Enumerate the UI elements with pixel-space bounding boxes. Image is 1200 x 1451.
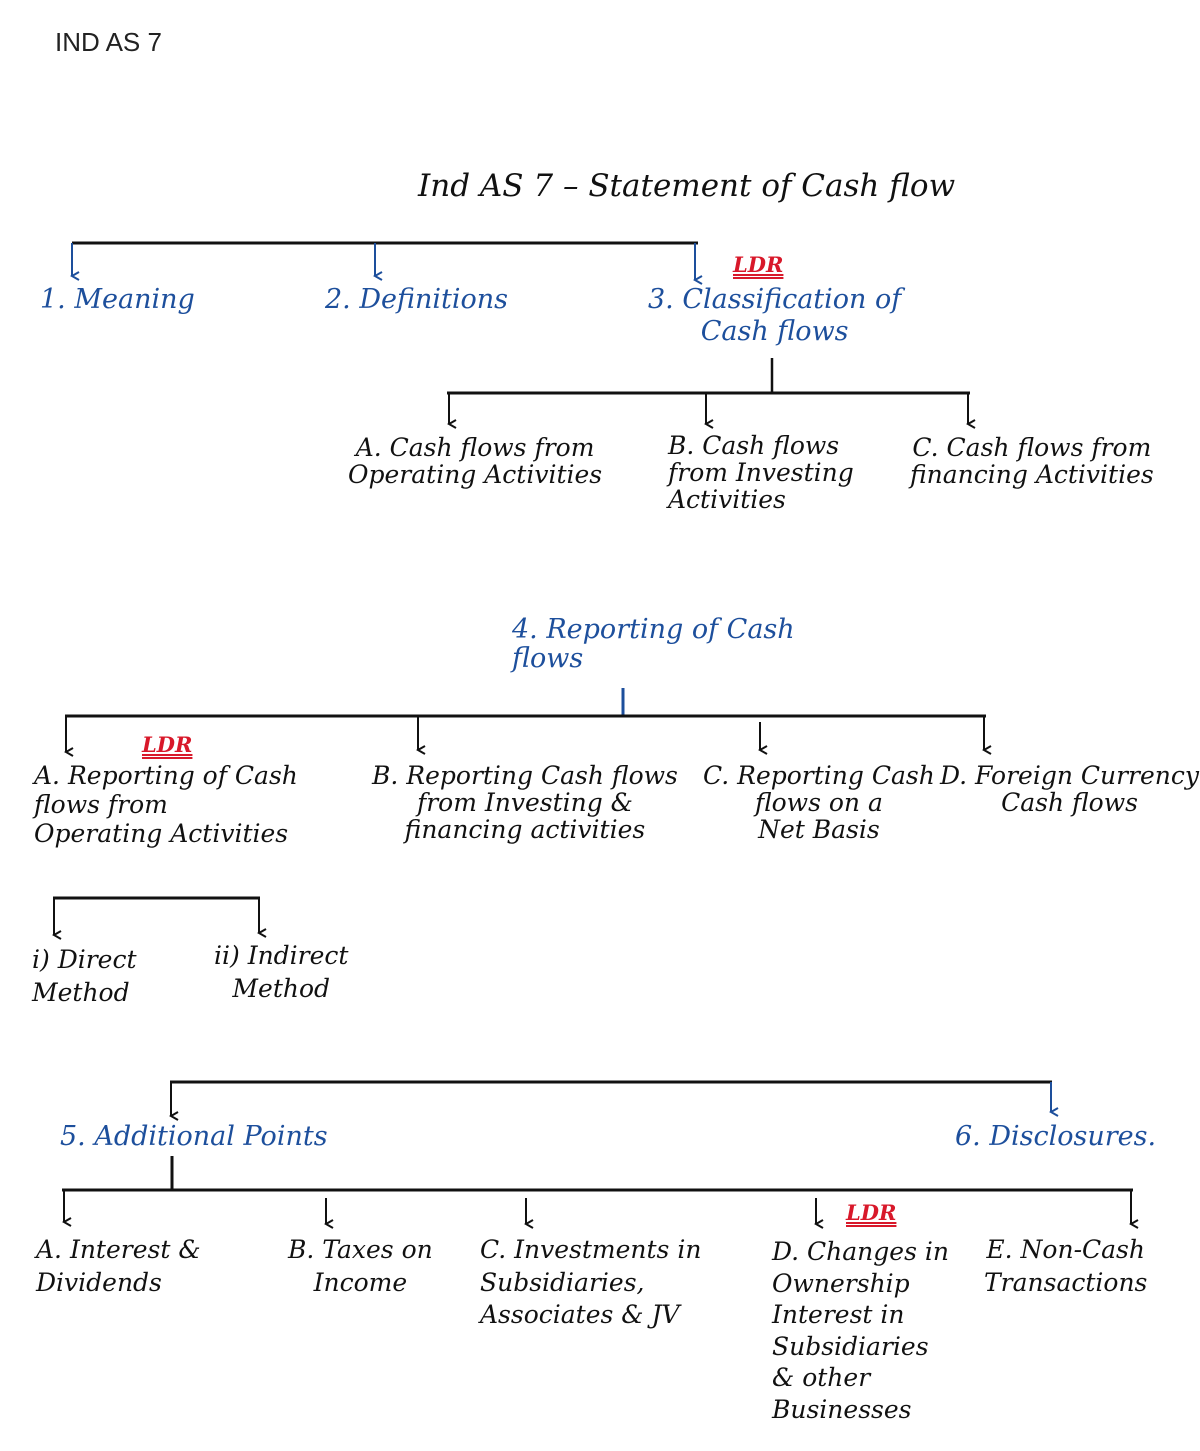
node-reporting-c: C. Reporting Cash flows on a Net Basis xyxy=(703,761,935,844)
node-investing: B. Cash flows from Investing Activities xyxy=(668,431,854,514)
node-disclosures: 6. Disclosures. xyxy=(955,1121,1157,1152)
node-investments: C. Investments in Subsidiaries, Associat… xyxy=(480,1235,702,1329)
page-header-label: IND AS 7 xyxy=(55,27,162,57)
classification-ldr-tag: LDR xyxy=(733,252,784,277)
node-definitions: 2. Definitions xyxy=(325,284,508,315)
node-reporting-a: A. Reporting of Cash flows from Operatin… xyxy=(34,761,298,848)
node-taxes-income: B. Taxes on Income xyxy=(288,1235,433,1297)
node-reporting-b: B. Reporting Cash flows from Investing &… xyxy=(372,761,678,844)
node-direct-method: i) Direct Method xyxy=(32,945,137,1007)
node-changes-ownership: D. Changes in Ownership Interest in Subs… xyxy=(772,1237,949,1424)
node-operating: A. Cash flows from Operating Activities xyxy=(348,433,603,489)
diagram-title: Ind AS 7 – Statement of Cash flow xyxy=(418,168,956,204)
node-reporting-d: D. Foreign Currency Cash flows xyxy=(940,761,1200,817)
node-classification: 3. Classification of Cash flows xyxy=(648,284,902,348)
node-financing: C. Cash flows from financing Activities xyxy=(910,433,1154,489)
node-reporting: 4. Reporting of Cash flows xyxy=(512,614,795,675)
node-meaning: 1. Meaning xyxy=(40,284,195,315)
reporting-a-ldr-tag: LDR xyxy=(142,732,193,757)
node-interest-dividends: A. Interest & Dividends xyxy=(36,1235,201,1297)
node-non-cash: E. Non-Cash Transactions xyxy=(984,1235,1148,1297)
node-indirect-method: ii) Indirect Method xyxy=(214,941,349,1003)
node-additional-points: 5. Additional Points xyxy=(60,1121,328,1152)
changes-ldr-tag: LDR xyxy=(846,1200,897,1225)
